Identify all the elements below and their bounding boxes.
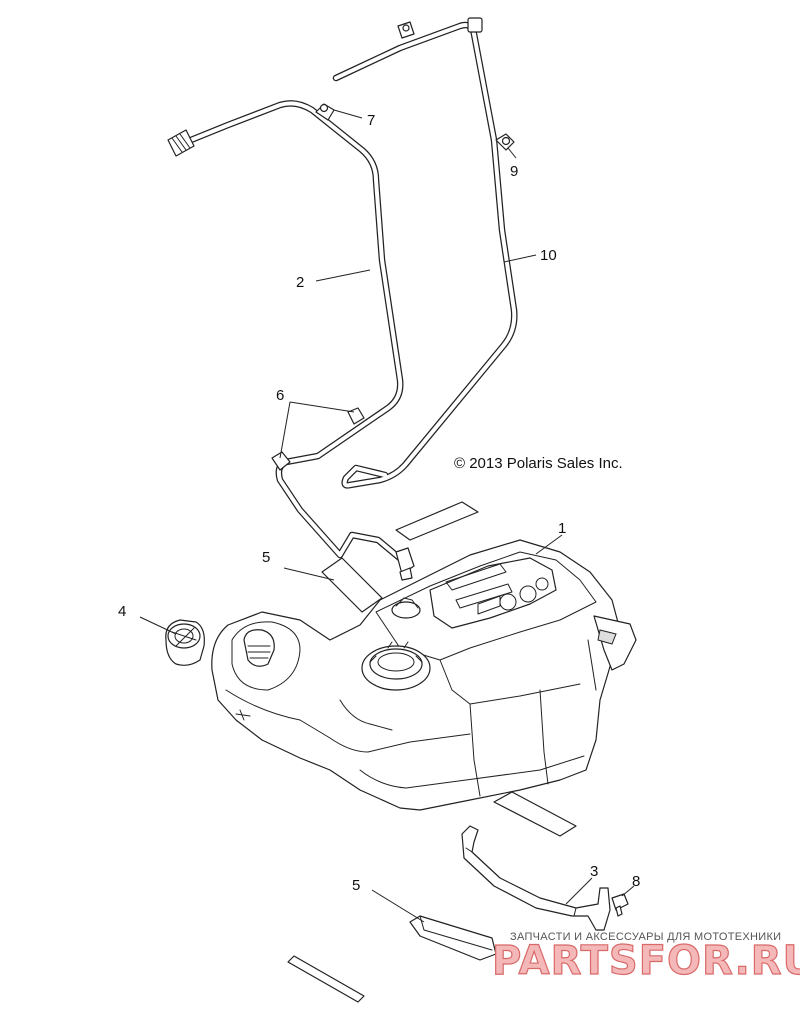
vent-hose-right[interactable] [332, 17, 518, 489]
fuel-cap[interactable] [165, 619, 205, 666]
copyright-notice: © 2013 Polaris Sales Inc. [454, 455, 623, 472]
callout-1: 1 [558, 520, 566, 537]
pad-top-strip[interactable] [395, 501, 479, 541]
bolt[interactable] [611, 893, 629, 917]
callout-2: 2 [296, 274, 304, 291]
watermark-tagline: ЗАПЧАСТИ И АКСЕССУАРЫ ДЛЯ МОТОТЕХНИКИ [510, 931, 781, 943]
fuel-tank[interactable] [211, 539, 637, 811]
leader-lines [139, 109, 635, 923]
pad-lower[interactable] [409, 915, 497, 961]
pad-upper[interactable] [321, 557, 383, 613]
callout-10: 10 [540, 247, 557, 264]
watermark-logo: PARTSFOR.RU [492, 938, 800, 984]
callout-8: 8 [632, 873, 640, 890]
callout-9: 9 [510, 163, 518, 180]
pad-strip-bottom[interactable] [287, 955, 365, 1003]
callout-5-lower: 5 [352, 877, 360, 894]
pad-tank-bottom[interactable] [493, 791, 577, 837]
hose-end-fitting[interactable] [167, 129, 195, 157]
callout-4: 4 [118, 603, 126, 620]
hose-fitting-icon [467, 17, 483, 33]
callout-5-upper: 5 [262, 549, 270, 566]
hose-clip-top[interactable] [397, 21, 415, 39]
clamp-6b[interactable] [271, 451, 291, 471]
callout-7: 7 [367, 112, 375, 129]
line-connector[interactable] [395, 547, 415, 581]
clamp-6a[interactable] [347, 407, 365, 425]
vent-hose-left[interactable] [182, 100, 406, 564]
watermark: ЗАПЧАСТИ И АКСЕССУАРЫ ДЛЯ МОТОТЕХНИКИ PA… [491, 931, 800, 985]
callout-3: 3 [590, 863, 598, 880]
clip-9[interactable] [495, 133, 515, 151]
tank-bracket[interactable] [461, 825, 611, 931]
clip-7[interactable] [315, 103, 335, 121]
callout-6: 6 [276, 387, 284, 404]
